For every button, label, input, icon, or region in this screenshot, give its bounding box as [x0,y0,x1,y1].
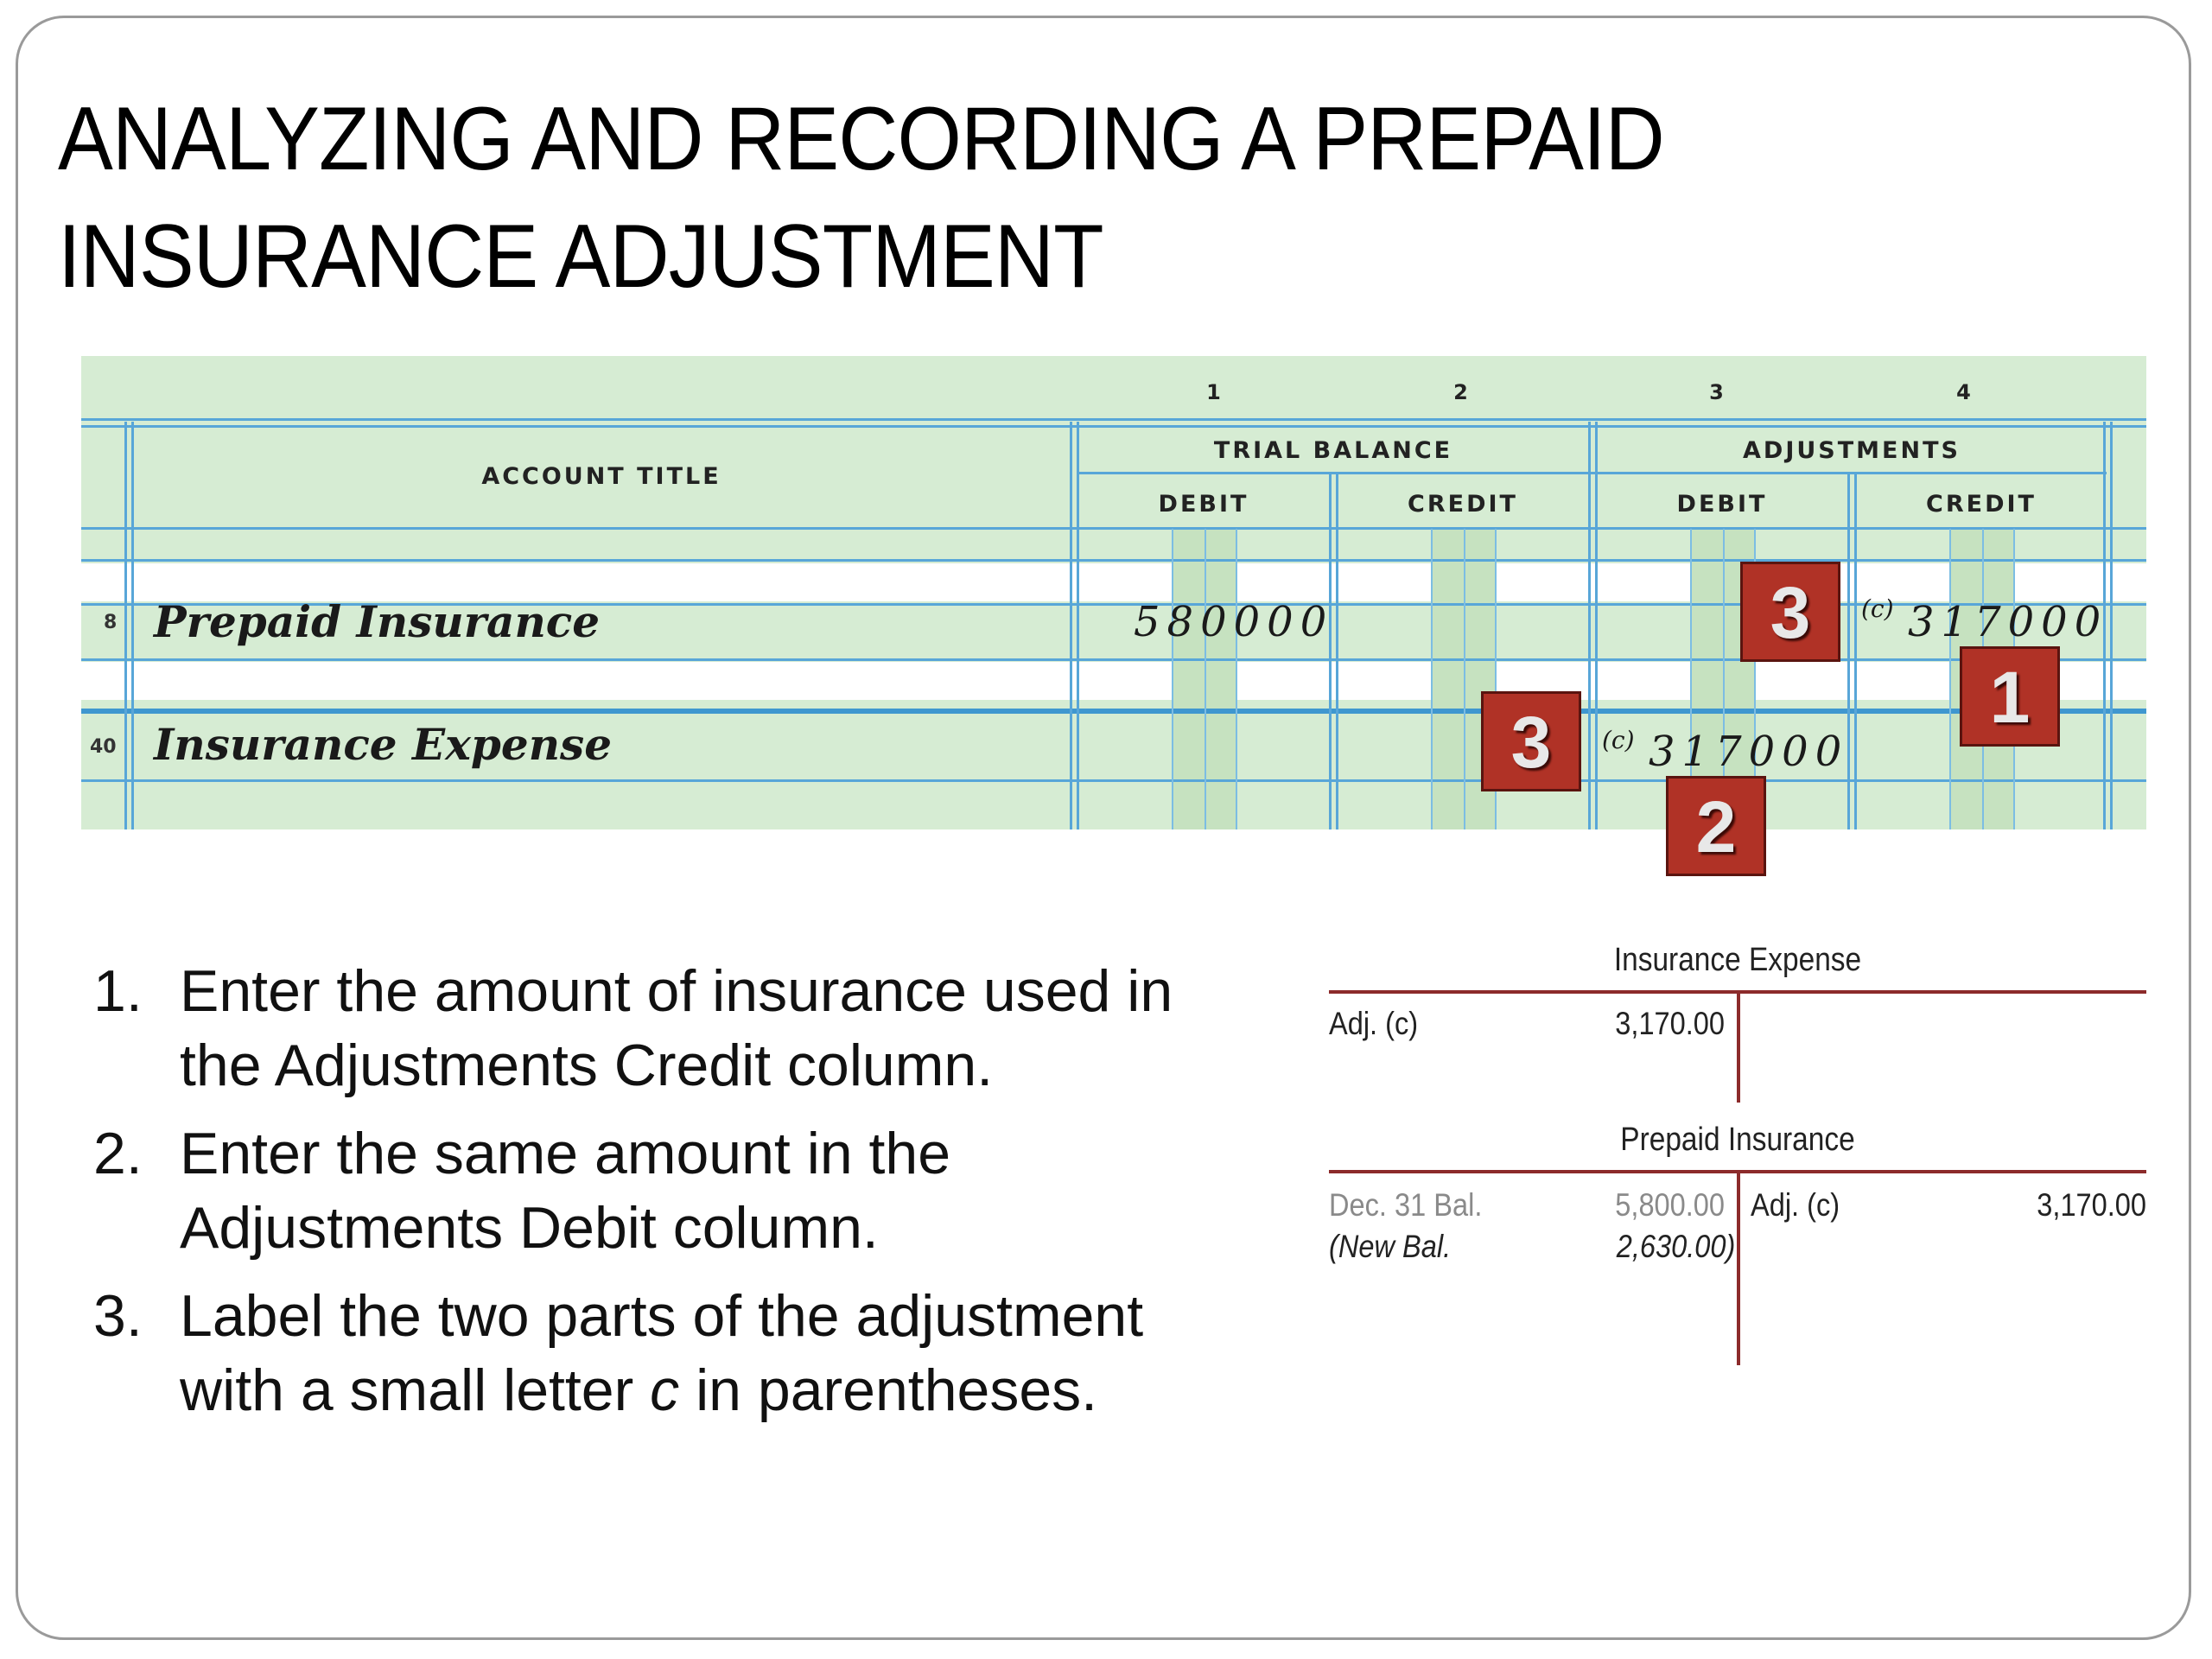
adjustment-label: (c) [1602,726,1635,754]
step-number: 2. [93,1121,143,1186]
step-emphasis: c [650,1357,680,1423]
t-entry-amount: 5,800.00 [1615,1187,1725,1223]
trial-balance-header: TRIAL BALANCE [1213,437,1453,464]
step-badge-3: 3 [1740,562,1840,662]
t-account-name: Prepaid Insurance [1620,1122,1855,1158]
step-badge-2: 2 [1666,776,1766,876]
rule-vertical [1854,474,1857,830]
adjustments-credit-amount: 317000 [1908,598,2108,646]
step-text-part: in parentheses. [679,1357,1098,1423]
rule-vertical [1588,422,1591,830]
slide-title: ANALYZING AND RECORDING A PREPAID INSURA… [58,80,1665,315]
t-entry-label: Adj. (c) [1751,1187,1840,1223]
account-title-header: ACCOUNT TITLE [481,463,721,490]
rule-line [81,418,2146,421]
rule-vertical [1336,474,1338,830]
title-line-2: INSURANCE ADJUSTMENT [58,207,1104,307]
t-entry-amount: 2,630.00) [1616,1229,1735,1264]
t-account-prepaid-insurance: Prepaid Insurance Dec. 31 Bal. 5,800.00 … [1329,1122,2146,1372]
step-text: Enter the same amount in the Adjustments… [180,1121,951,1261]
account-prepaid-insurance: Prepaid Insurance [154,596,601,647]
column-band [1172,529,1236,830]
step-text: Enter the amount of insurance used in th… [180,958,1173,1098]
t-entry-amount: 3,170.00 [2037,1187,2146,1223]
rule-thin [1723,529,1725,830]
adjustments-credit-header: CREDIT [1926,491,2037,518]
rule-thin [1690,529,1692,830]
rule-vertical [1070,422,1072,830]
rule-thin [1949,529,1951,830]
rule-line [81,425,2146,428]
rule-thin [1236,529,1237,830]
rule-thin [1172,529,1173,830]
t-entry-amount: 3,170.00 [1615,1006,1725,1041]
account-insurance-expense: Insurance Expense [154,719,613,770]
t-account-divider [1737,990,1740,1103]
step-text: Label the two parts of the adjustment wi… [180,1283,1143,1423]
rule-thin [1464,529,1465,830]
column-number: 1 [1206,380,1224,404]
adjustment-label: (c) [1861,594,1894,623]
title-line-1: ANALYZING AND RECORDING A PREPAID [58,89,1665,189]
step-number: 3. [93,1283,143,1349]
worksheet-gap [81,662,2146,700]
step-item: 2. Enter the same amount in the Adjustme… [93,1116,1243,1265]
step-item: 3. Label the two parts of the adjustment… [93,1279,1243,1427]
rule-line [81,527,2146,530]
steps-list: 1. Enter the amount of insurance used in… [93,954,1243,1441]
t-account-divider [1737,1170,1740,1365]
rule-line [81,559,2146,562]
rule-line-heavy [81,709,2146,714]
step-text-part: Label the two parts of the adjustment wi… [180,1283,1144,1423]
rule-line-sub [1077,472,2107,474]
rule-vertical [1847,474,1850,830]
rule-thin [1754,529,1756,830]
rule-thin [1205,529,1206,830]
row-number: 40 [90,736,117,758]
rule-vertical [2103,422,2106,830]
rule-line [81,603,2146,606]
column-number: 4 [1956,380,1974,404]
rule-vertical [124,422,127,830]
step-badge-1: 1 [1960,646,2060,747]
rule-thin [1431,529,1433,830]
adjustments-debit-amount: 317000 [1649,728,1849,776]
rule-vertical [2110,422,2113,830]
column-number: 3 [1709,380,1726,404]
trial-balance-credit-header: CREDIT [1408,491,1518,518]
t-entry-label: Dec. 31 Bal. [1329,1187,1483,1223]
t-account-insurance-expense: Insurance Expense Adj. (c) 3,170.00 [1329,942,2146,1106]
step-item: 1. Enter the amount of insurance used in… [93,954,1243,1103]
trial-balance-debit-header: DEBIT [1158,491,1249,518]
rule-line [81,779,2146,782]
t-account-name: Insurance Expense [1613,942,1862,978]
step-badge-3: 3 [1481,691,1581,791]
trial-balance-debit-amount: 580000 [1134,598,1334,646]
column-number: 2 [1453,380,1471,404]
adjustments-debit-header: DEBIT [1676,491,1768,518]
adjustments-header: ADJUSTMENTS [1743,437,1961,464]
rule-vertical [131,422,134,830]
t-entry-label: Adj. (c) [1329,1006,1419,1041]
row-number: 8 [104,612,118,633]
rule-thin [1495,529,1497,830]
rule-vertical [1077,422,1079,830]
t-entry-label: (New Bal. [1329,1229,1452,1264]
rule-line [81,658,2146,661]
rule-vertical [1595,422,1598,830]
step-number: 1. [93,958,143,1024]
rule-vertical [1329,474,1332,830]
